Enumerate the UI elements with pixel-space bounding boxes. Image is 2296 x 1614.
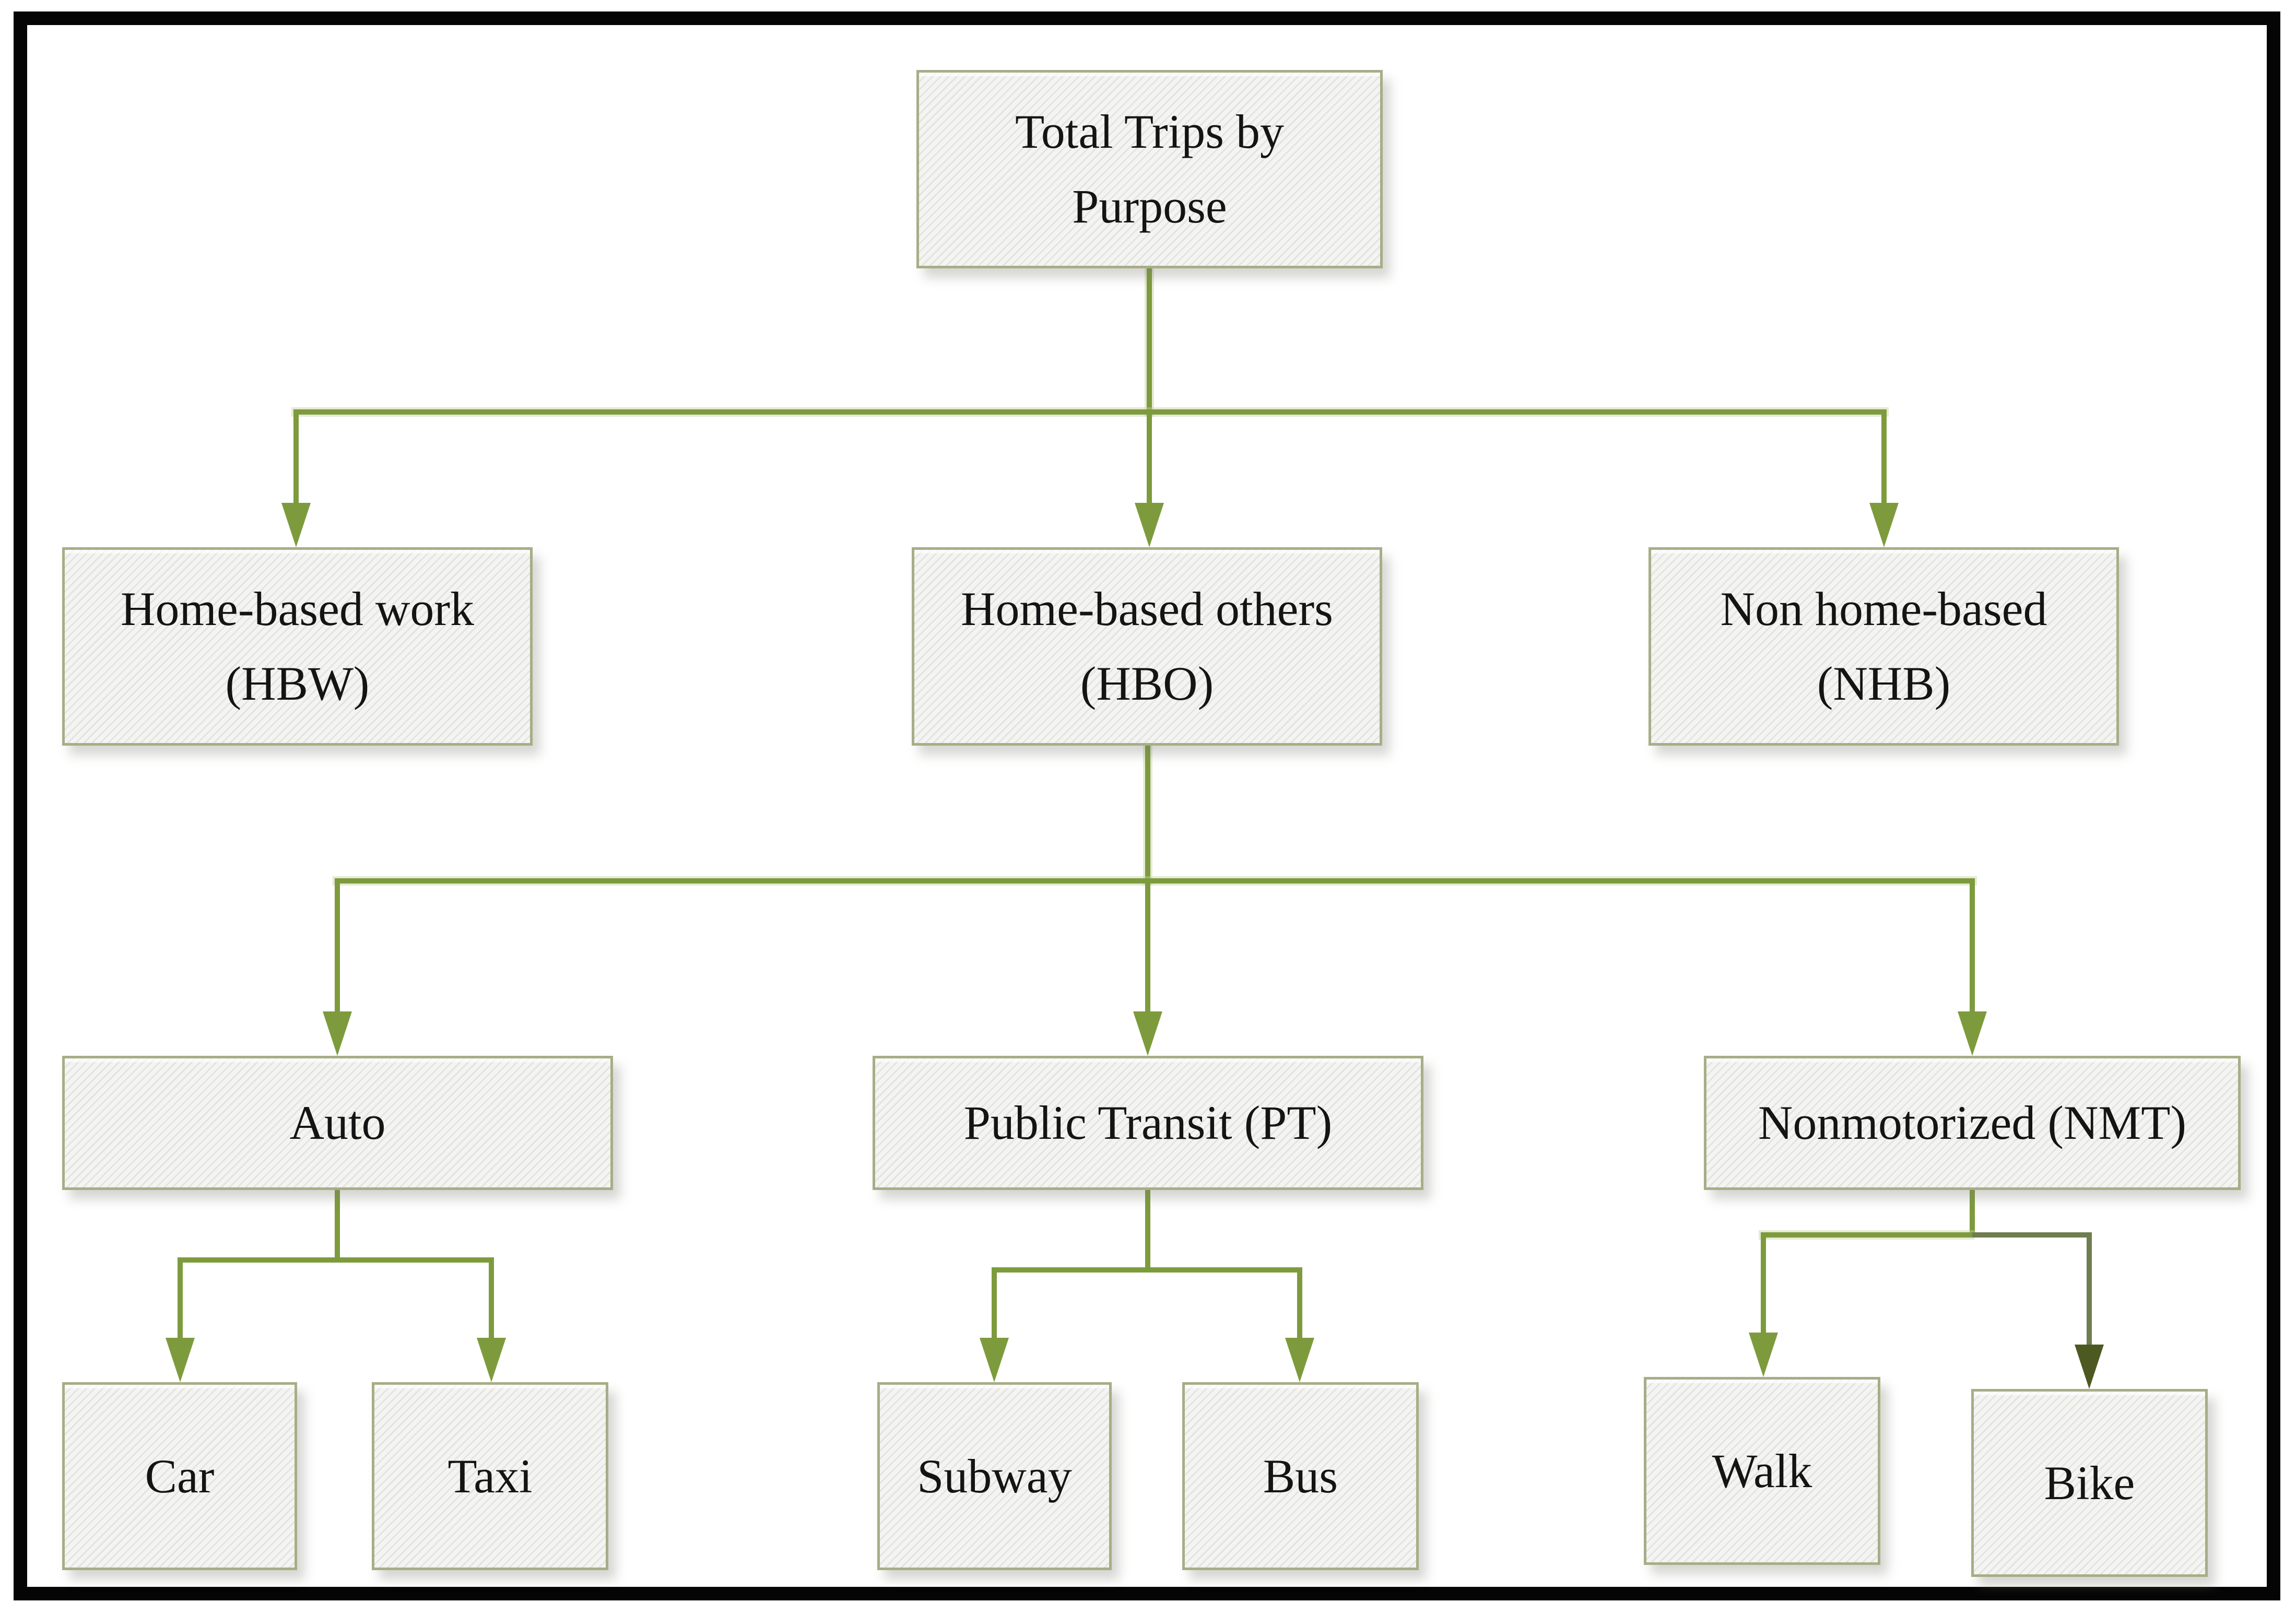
connector-nhb-drop bbox=[1881, 409, 1887, 506]
node-label: Nonmotorized (NMT) bbox=[1758, 1096, 2187, 1150]
outer-frame bbox=[14, 11, 2280, 1600]
node-label: Bus bbox=[1263, 1449, 1338, 1503]
node-label: Home-based others bbox=[961, 582, 1333, 636]
connector-root-stem bbox=[1147, 266, 1152, 415]
arrow-down-icon bbox=[1135, 503, 1164, 547]
node-bike: Bike bbox=[1971, 1389, 2208, 1577]
connector-pt-drop bbox=[1145, 878, 1150, 1014]
node-taxi: Taxi bbox=[372, 1382, 608, 1570]
connector-taxi-drop bbox=[489, 1257, 494, 1343]
node-car: Car bbox=[62, 1382, 297, 1570]
node-total-trips: Total Trips by Purpose bbox=[916, 70, 1383, 268]
node-auto: Auto bbox=[62, 1056, 613, 1190]
node-label: Walk bbox=[1712, 1444, 1812, 1498]
connector-nmt-hline-right bbox=[1972, 1232, 2092, 1238]
arrow-down-icon bbox=[323, 1011, 352, 1056]
connector-pt-hline bbox=[992, 1267, 1302, 1273]
node-label: Purpose bbox=[1072, 180, 1227, 233]
node-label: Taxi bbox=[448, 1449, 533, 1503]
connector-hbo-drop bbox=[1147, 409, 1152, 506]
arrow-down-icon bbox=[980, 1338, 1009, 1382]
node-public-transit: Public Transit (PT) bbox=[873, 1056, 1423, 1190]
arrow-down-icon bbox=[1285, 1338, 1314, 1382]
node-non-home-based: Non home-based (NHB) bbox=[1649, 547, 2119, 746]
connector-hbw-drop bbox=[293, 409, 299, 506]
connector-nmt-drop bbox=[1970, 878, 1975, 1014]
node-subway: Subway bbox=[877, 1382, 1112, 1570]
arrow-down-icon bbox=[1869, 503, 1899, 547]
connector-walk-drop bbox=[1761, 1232, 1766, 1338]
connector-auto-hline bbox=[178, 1257, 494, 1263]
connector-level1-hline bbox=[293, 409, 1887, 415]
arrow-down-icon bbox=[1958, 1011, 1987, 1056]
connector-bus-drop bbox=[1297, 1267, 1302, 1343]
arrow-down-icon bbox=[1133, 1011, 1162, 1056]
connector-auto-drop bbox=[335, 878, 340, 1014]
connector-level2-hline bbox=[335, 878, 1975, 883]
connector-bike-drop bbox=[2087, 1232, 2092, 1350]
connector-car-drop bbox=[178, 1257, 183, 1343]
node-label: Total Trips by bbox=[1015, 105, 1285, 159]
node-label: (HBO) bbox=[1080, 657, 1214, 710]
arrow-down-icon bbox=[166, 1338, 195, 1382]
connector-subway-drop bbox=[992, 1267, 997, 1343]
node-label: Public Transit (PT) bbox=[963, 1096, 1333, 1150]
arrow-down-icon bbox=[1749, 1333, 1778, 1377]
node-label: Car bbox=[145, 1449, 215, 1503]
arrow-down-icon bbox=[281, 503, 311, 547]
node-home-based-work: Home-based work (HBW) bbox=[62, 547, 533, 746]
connector-auto-stem bbox=[335, 1188, 340, 1263]
node-nonmotorized: Nonmotorized (NMT) bbox=[1704, 1056, 2241, 1190]
connector-nmt-stem bbox=[1970, 1188, 1975, 1238]
node-label: Home-based work bbox=[120, 582, 475, 636]
connector-nmt-hline-left bbox=[1761, 1232, 1972, 1238]
node-label: (HBW) bbox=[225, 657, 370, 710]
node-walk: Walk bbox=[1644, 1377, 1880, 1565]
arrow-down-icon bbox=[477, 1338, 506, 1382]
node-bus: Bus bbox=[1182, 1382, 1419, 1570]
connector-hbo-stem bbox=[1145, 744, 1150, 883]
node-label: Auto bbox=[289, 1096, 386, 1150]
node-home-based-others: Home-based others (HBO) bbox=[912, 547, 1382, 746]
node-label: Non home-based bbox=[1720, 582, 2047, 636]
node-label: Bike bbox=[2044, 1456, 2135, 1510]
node-label: (NHB) bbox=[1817, 657, 1951, 710]
connector-pt-stem bbox=[1145, 1188, 1150, 1273]
arrow-down-icon bbox=[2075, 1345, 2104, 1389]
node-label: Subway bbox=[917, 1449, 1072, 1503]
